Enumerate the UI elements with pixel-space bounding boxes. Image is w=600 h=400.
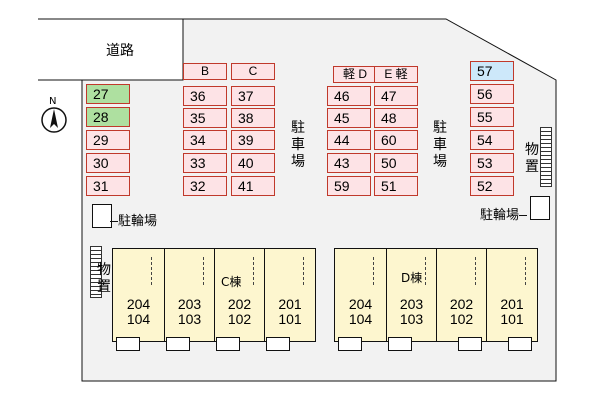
bicycle-label-right: 駐輪場 bbox=[480, 204, 528, 223]
unit-upper: 202 bbox=[449, 296, 474, 312]
parking-slot: 43 bbox=[327, 153, 371, 173]
parking-slot: 28 bbox=[86, 107, 130, 127]
unit: 204 104 bbox=[113, 249, 164, 341]
parking-slot: 30 bbox=[86, 153, 130, 173]
entrance-step bbox=[216, 337, 240, 351]
parking-slot: 54 bbox=[470, 130, 514, 150]
interior-line bbox=[373, 257, 374, 285]
parking-slot: 34 bbox=[183, 130, 227, 150]
building-d-label: D棟 bbox=[401, 271, 423, 285]
parking-slot: 27 bbox=[86, 84, 130, 104]
parking-header-c: C bbox=[231, 63, 275, 80]
parking-slot: 52 bbox=[470, 176, 514, 196]
building-d: 204 104 203 103 202 102 201 101 D棟 bbox=[334, 248, 538, 342]
unit-upper: 201 bbox=[500, 296, 524, 312]
parking-slot: 36 bbox=[183, 86, 227, 106]
interior-line bbox=[425, 257, 426, 285]
unit-lower: 104 bbox=[348, 311, 373, 327]
compass-icon bbox=[41, 107, 67, 133]
interior-line bbox=[151, 257, 152, 285]
bicycle-shed-right bbox=[530, 196, 550, 220]
unit-lower: 102 bbox=[227, 311, 252, 327]
parking-label: 駐 車 場 bbox=[433, 120, 447, 170]
storage-label-right: 物 置 bbox=[525, 142, 539, 175]
interior-line bbox=[253, 257, 254, 285]
unit: 202 102 bbox=[436, 249, 486, 341]
entrance-step bbox=[338, 337, 362, 351]
parking-header-e: E 軽 bbox=[374, 66, 418, 83]
unit-lower: 103 bbox=[177, 311, 202, 327]
unit-lower: 101 bbox=[278, 311, 302, 327]
parking-slot: 48 bbox=[374, 108, 418, 128]
entrance-step bbox=[266, 337, 290, 351]
parking-slot: 44 bbox=[327, 130, 371, 150]
entrance-step bbox=[508, 337, 532, 351]
north-label: N bbox=[49, 96, 57, 107]
unit-upper: 202 bbox=[227, 296, 252, 312]
parking-slot: 33 bbox=[183, 153, 227, 173]
unit-upper: 203 bbox=[177, 296, 202, 312]
interior-line bbox=[203, 257, 204, 285]
parking-header-b: B bbox=[183, 63, 227, 80]
parking-header-d: 軽 D bbox=[333, 66, 377, 83]
entrance-step bbox=[458, 337, 482, 351]
road-label: 道路 bbox=[106, 43, 134, 59]
unit-upper: 204 bbox=[348, 296, 373, 312]
unit-upper: 204 bbox=[126, 296, 151, 312]
entrance-step bbox=[388, 337, 412, 351]
parking-slot: 38 bbox=[231, 108, 275, 128]
unit: 204 104 bbox=[335, 249, 386, 341]
unit-upper: 201 bbox=[278, 296, 302, 312]
unit: 203 103 bbox=[164, 249, 214, 341]
unit-lower: 103 bbox=[399, 311, 424, 327]
parking-slot: 29 bbox=[86, 130, 130, 150]
bicycle-shed-left bbox=[92, 204, 112, 228]
bicycle-label: 駐輪場 bbox=[118, 214, 158, 229]
parking-slot: 57 bbox=[470, 61, 514, 81]
parking-slot: 35 bbox=[183, 108, 227, 128]
storage-shed-right bbox=[540, 127, 552, 187]
unit-lower: 101 bbox=[500, 311, 524, 327]
interior-line bbox=[475, 257, 476, 285]
storage-label-left: 物 置 bbox=[97, 262, 111, 295]
parking-slot: 47 bbox=[374, 86, 418, 106]
parking-slot: 50 bbox=[374, 153, 418, 173]
building-c-label: C棟 bbox=[221, 275, 242, 289]
parking-slot: 45 bbox=[327, 108, 371, 128]
parking-slot: 37 bbox=[231, 86, 275, 106]
unit: 201 101 bbox=[486, 249, 537, 341]
parking-slot: 55 bbox=[470, 107, 514, 127]
unit-lower: 102 bbox=[449, 311, 474, 327]
parking-slot: 32 bbox=[183, 176, 227, 196]
unit-upper: 203 bbox=[399, 296, 424, 312]
bicycle-label-left: 駐輪場 bbox=[110, 210, 157, 229]
parking-slot: 31 bbox=[86, 176, 130, 196]
storage-shed-left bbox=[90, 246, 102, 298]
unit: 202 102 bbox=[214, 249, 264, 341]
north-arrow: N bbox=[38, 96, 70, 136]
parking-slot: 56 bbox=[470, 84, 514, 104]
entrance-step bbox=[166, 337, 190, 351]
building-c: 204 104 203 103 202 102 201 101 C棟 bbox=[112, 248, 316, 342]
parking-label: 駐 車 場 bbox=[291, 120, 305, 170]
unit-lower: 104 bbox=[126, 311, 151, 327]
parking-slot: 46 bbox=[327, 86, 371, 106]
interior-line bbox=[525, 257, 526, 285]
parking-slot: 39 bbox=[231, 130, 275, 150]
parking-slot: 40 bbox=[231, 153, 275, 173]
parking-slot: 59 bbox=[327, 176, 371, 196]
parking-slot: 51 bbox=[374, 176, 418, 196]
bicycle-label: 駐輪場 bbox=[480, 208, 520, 223]
entrance-step bbox=[116, 337, 140, 351]
unit: 203 103 bbox=[386, 249, 436, 341]
parking-slot: 53 bbox=[470, 153, 514, 173]
interior-line bbox=[303, 257, 304, 285]
parking-slot: 41 bbox=[231, 176, 275, 196]
parking-slot: 60 bbox=[374, 130, 418, 150]
unit: 201 101 bbox=[264, 249, 315, 341]
